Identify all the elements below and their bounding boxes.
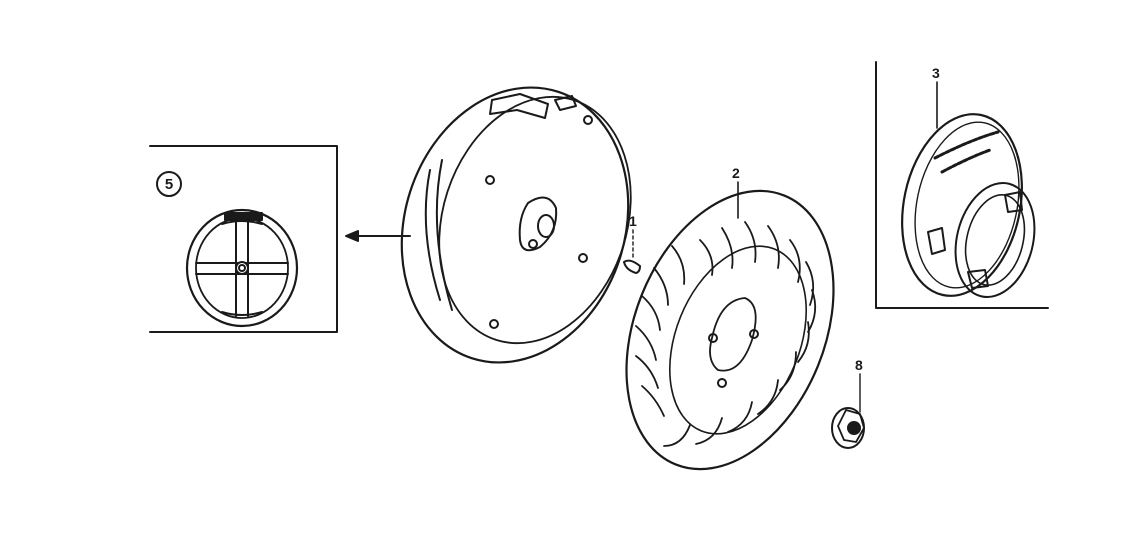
woodruff-key-icon	[623, 229, 641, 274]
callout-5: 5	[156, 171, 182, 197]
callout-8: 8	[855, 357, 863, 373]
flange-nut-icon	[831, 373, 865, 449]
flywheel-icon	[400, 86, 632, 364]
callout-3: 3	[932, 65, 940, 81]
flywheel-inset-icon	[185, 208, 299, 328]
inset-frame-3	[875, 61, 1049, 309]
callout-2: 2	[732, 165, 740, 181]
arrow-icon	[345, 230, 411, 242]
inset-frame-5	[149, 145, 338, 333]
cooling-fan-icon	[625, 181, 835, 471]
starter-pulley-icon	[901, 81, 1036, 299]
callout-1: 1	[629, 213, 637, 229]
